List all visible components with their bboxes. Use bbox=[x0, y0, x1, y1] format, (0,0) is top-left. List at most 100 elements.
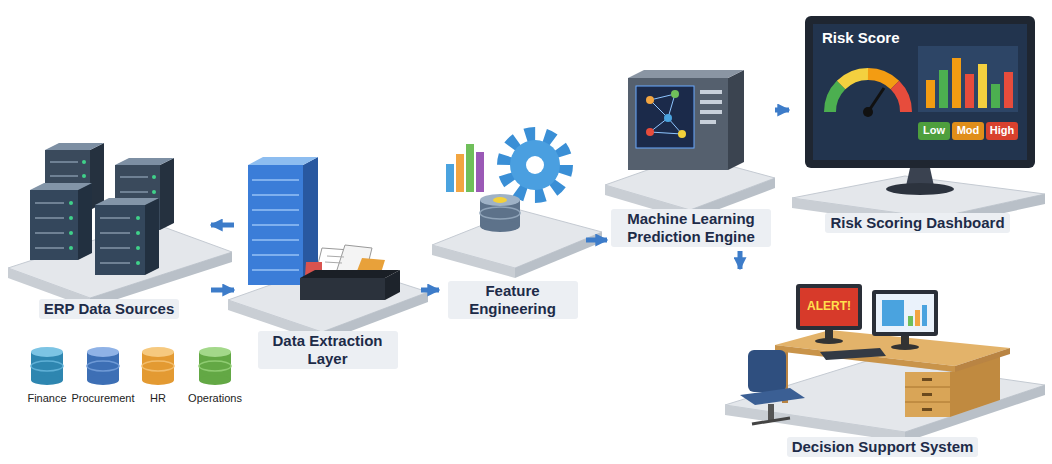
server-tower bbox=[69, 201, 73, 205]
server-stack bbox=[252, 224, 299, 226]
database-icon bbox=[142, 347, 174, 357]
feature-icons bbox=[505, 135, 565, 195]
dashboard-monitor bbox=[952, 58, 961, 108]
dashboard-monitor bbox=[805, 16, 1035, 195]
ml-machine bbox=[646, 96, 654, 104]
ml-machine bbox=[728, 70, 744, 170]
node-label: Machine Learning Prediction Engine bbox=[611, 209, 771, 247]
database-icon bbox=[142, 375, 174, 385]
risk-level-button: Mod bbox=[952, 124, 984, 136]
dashboard-monitor bbox=[991, 84, 1000, 108]
database-icon bbox=[142, 361, 174, 371]
server-tower bbox=[160, 158, 174, 230]
feature-icons bbox=[446, 164, 454, 192]
feature-icons bbox=[493, 197, 507, 203]
feature-icons bbox=[476, 152, 484, 192]
database-icon bbox=[87, 347, 119, 357]
server-tower bbox=[78, 183, 92, 260]
flow-arrow bbox=[586, 238, 607, 243]
label-holder: Risk Score bbox=[822, 29, 942, 46]
server-stack bbox=[252, 254, 299, 256]
server-tower bbox=[145, 198, 159, 275]
server-tower bbox=[100, 262, 130, 264]
database-icon bbox=[199, 347, 231, 357]
server-tower bbox=[35, 232, 64, 234]
platform-node: Feature Engineering bbox=[440, 110, 585, 322]
server-tower bbox=[136, 261, 140, 265]
feature-icons bbox=[526, 156, 544, 174]
office-desk bbox=[815, 338, 843, 344]
dashboard-monitor bbox=[965, 74, 974, 108]
office-desk bbox=[882, 300, 904, 326]
label-holder: Finance bbox=[17, 392, 77, 404]
office-desk bbox=[905, 372, 950, 417]
flow-arrow bbox=[211, 223, 234, 228]
feature-icons bbox=[480, 194, 520, 206]
dashboard-monitor bbox=[939, 70, 948, 108]
dashboard-monitor bbox=[978, 64, 987, 108]
server-tower bbox=[120, 176, 148, 178]
server-tower bbox=[82, 160, 86, 164]
document-tray bbox=[300, 278, 385, 300]
server-tower bbox=[136, 246, 140, 250]
dashboard-monitor bbox=[986, 122, 1018, 140]
ml-machine bbox=[700, 100, 722, 104]
server-tower bbox=[30, 183, 92, 190]
server-stack bbox=[252, 269, 299, 271]
server-tower bbox=[69, 231, 73, 235]
flow-arrow bbox=[738, 251, 743, 269]
document-tray bbox=[300, 245, 400, 300]
alert-text: ALERT! bbox=[801, 299, 857, 313]
server-tower bbox=[100, 217, 130, 219]
dashboard-monitor bbox=[886, 183, 954, 195]
office-desk bbox=[740, 388, 805, 405]
database-icon bbox=[87, 375, 119, 385]
server-tower bbox=[35, 202, 64, 204]
label-holder: Procurement bbox=[65, 392, 141, 404]
dashboard-monitor bbox=[863, 107, 873, 117]
server-stack bbox=[252, 239, 299, 241]
dashboard-monitor bbox=[926, 80, 935, 108]
ml-machine bbox=[646, 128, 654, 136]
feature-icons bbox=[466, 144, 474, 192]
office-desk bbox=[915, 310, 920, 326]
platform-node: ERP Data Sources bbox=[8, 140, 210, 322]
office-desk bbox=[872, 290, 938, 336]
server-tower bbox=[152, 190, 156, 194]
server-stack bbox=[252, 194, 299, 196]
database-icon bbox=[31, 347, 231, 385]
node-label: Risk Scoring Dashboard bbox=[825, 213, 1009, 233]
server-tower bbox=[100, 247, 130, 249]
label-holder: Mod bbox=[952, 124, 984, 136]
office-desk bbox=[922, 305, 927, 326]
feature-icons bbox=[446, 135, 565, 232]
ml-machine bbox=[671, 90, 679, 98]
platform-node: Decision Support System bbox=[720, 270, 1045, 460]
node-label: Data Extraction Layer bbox=[258, 331, 398, 369]
office-desk bbox=[891, 344, 919, 350]
node-label: Feature Engineering bbox=[448, 281, 578, 319]
ml-machine bbox=[628, 70, 744, 170]
server-stack bbox=[248, 157, 318, 165]
office-desk bbox=[748, 350, 786, 392]
server-tower bbox=[82, 174, 86, 178]
database-label: Operations bbox=[180, 392, 250, 404]
dashboard-monitor bbox=[868, 74, 895, 85]
screen-title: Risk Score bbox=[822, 29, 942, 46]
server-tower bbox=[50, 175, 78, 177]
dashboard-monitor bbox=[841, 74, 868, 85]
database-icon bbox=[31, 347, 63, 357]
office-desk bbox=[820, 348, 886, 360]
server-tower bbox=[35, 247, 64, 249]
ml-machine bbox=[636, 86, 694, 148]
dashboard-monitor bbox=[918, 46, 1018, 112]
label-holder: High bbox=[986, 124, 1018, 136]
database-label: Procurement bbox=[65, 392, 141, 404]
platform-node: Data Extraction Layer bbox=[235, 150, 420, 372]
server-stack bbox=[248, 165, 303, 285]
server-tower bbox=[30, 190, 78, 260]
label-holder: Operations bbox=[180, 392, 250, 404]
dashboard-monitor bbox=[952, 122, 984, 140]
ml-machine bbox=[650, 132, 682, 134]
ml-machine bbox=[700, 120, 716, 124]
